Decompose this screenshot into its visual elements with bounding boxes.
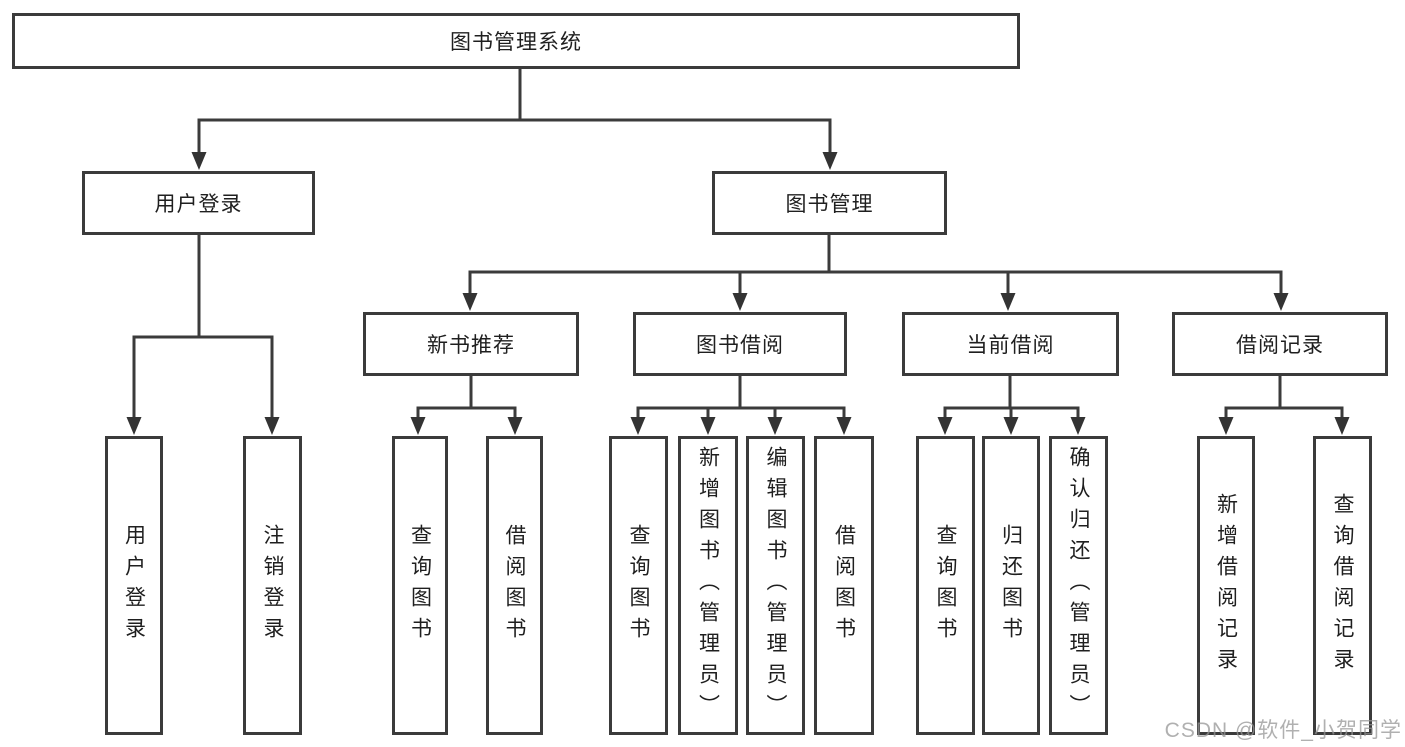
leaf-add-book-admin: 新增图书（管理员）: [678, 436, 738, 735]
node-new-book-recommend: 新书推荐: [363, 312, 579, 376]
node-borrow-records-label: 借阅记录: [1236, 334, 1324, 357]
leaf-borrow-books-1: 借阅图书: [486, 436, 543, 735]
leaf-query-books-2-label: 查询图书: [627, 523, 650, 648]
leaf-add-borrow-record: 新增借阅记录: [1197, 436, 1255, 735]
node-current-borrow: 当前借阅: [902, 312, 1119, 376]
leaf-return-books-label: 归还图书: [999, 523, 1023, 648]
leaf-query-books-1: 查询图书: [392, 436, 448, 735]
node-root: 图书管理系统: [12, 13, 1020, 69]
leaf-add-book-admin-label: 新增图书（管理员）: [696, 446, 720, 725]
leaf-query-books-3: 查询图书: [916, 436, 975, 735]
leaf-return-books: 归还图书: [982, 436, 1040, 735]
node-book-management: 图书管理: [712, 171, 947, 235]
leaf-edit-book-admin: 编辑图书（管理员）: [746, 436, 805, 735]
node-new-book-recommend-label: 新书推荐: [427, 334, 515, 357]
leaf-query-books-1-label: 查询图书: [408, 523, 432, 648]
leaf-query-borrow-record-label: 查询借阅记录: [1331, 492, 1354, 679]
node-book-borrow-label: 图书借阅: [696, 334, 784, 357]
leaf-logout: 注销登录: [243, 436, 302, 735]
leaf-borrow-books-2-label: 借阅图书: [832, 523, 856, 648]
leaf-user-login: 用户登录: [105, 436, 163, 735]
leaf-query-books-2: 查询图书: [609, 436, 668, 735]
leaf-query-borrow-record: 查询借阅记录: [1313, 436, 1372, 735]
arrowheads: [126, 152, 1350, 435]
leaf-edit-book-admin-label: 编辑图书（管理员）: [764, 446, 787, 725]
node-book-management-label: 图书管理: [785, 193, 874, 216]
node-book-borrow: 图书借阅: [633, 312, 847, 376]
leaf-logout-label: 注销登录: [261, 523, 284, 648]
node-user-login-label: 用户登录: [154, 193, 243, 216]
leaf-confirm-return-admin: 确认归还（管理员）: [1049, 436, 1108, 735]
node-user-login: 用户登录: [82, 171, 315, 235]
leaf-borrow-books-1-label: 借阅图书: [503, 523, 526, 648]
node-root-label: 图书管理系统: [450, 31, 582, 54]
node-borrow-records: 借阅记录: [1172, 312, 1388, 376]
leaf-confirm-return-admin-label: 确认归还（管理员）: [1067, 446, 1090, 725]
leaf-add-borrow-record-label: 新增借阅记录: [1214, 492, 1238, 679]
leaf-user-login-label: 用户登录: [122, 523, 146, 648]
node-current-borrow-label: 当前借阅: [966, 334, 1055, 357]
leaf-query-books-3-label: 查询图书: [934, 523, 957, 648]
leaf-borrow-books-2: 借阅图书: [814, 436, 874, 735]
